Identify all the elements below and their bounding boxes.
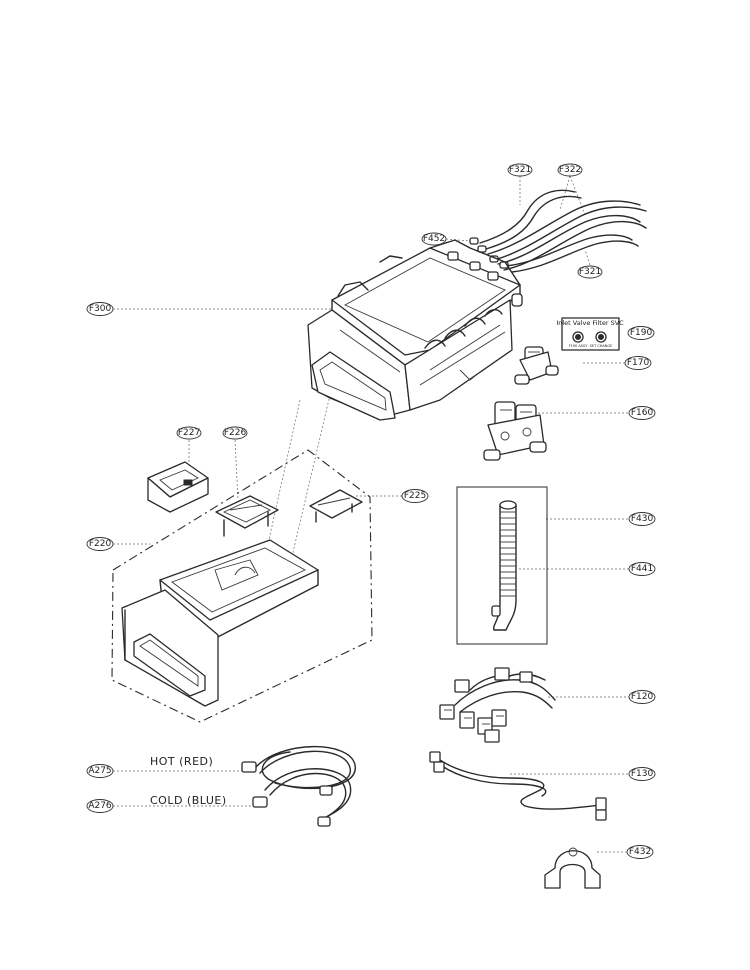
callout-f130: F130 (628, 767, 656, 781)
callout-f170: F170 (624, 356, 652, 370)
cold-hose-label: COLD (BLUE) (150, 794, 227, 807)
svg-text:F432: F432 (629, 847, 651, 857)
signal-cable (429, 751, 607, 821)
svg-text:F430: F430 (631, 514, 654, 524)
drain-hose-kit (456, 486, 548, 645)
corrugation-lines (500, 511, 516, 597)
callout-a275: A275 (86, 764, 114, 778)
hose-guide-clip (544, 847, 601, 889)
single-water-valve (514, 346, 559, 385)
callout-f432: F432 (626, 845, 654, 859)
callout-f430: F430 (628, 512, 656, 526)
svg-text:F441: F441 (631, 564, 653, 574)
callout-a276: A276 (86, 799, 114, 813)
hot-hose-label: HOT (RED) (150, 755, 213, 768)
callout-f227: F227 (176, 426, 202, 440)
svg-text:F130: F130 (631, 769, 654, 779)
callout-f226: F226 (222, 426, 248, 440)
wiring-harness (439, 667, 556, 743)
dispenser-drawer-assembly (111, 449, 373, 723)
svg-text:F226: F226 (224, 428, 247, 438)
svg-text:F321: F321 (579, 267, 601, 277)
callout-f300: F300 (86, 302, 114, 316)
svg-text:F120: F120 (631, 692, 654, 702)
svg-text:F322: F322 (559, 165, 581, 175)
svg-text:F190: F190 (630, 328, 653, 338)
callout-f441: F441 (628, 562, 656, 576)
svg-text:F225: F225 (404, 491, 426, 501)
svg-text:F220: F220 (89, 539, 112, 549)
callout-f452: F452 (421, 232, 447, 246)
callout-f322: F322 (557, 163, 583, 177)
callout-f321-bottom: F321 (577, 265, 603, 279)
svg-text:A276: A276 (88, 801, 112, 811)
inlet-hoses: HOT (RED) COLD (BLUE) (150, 745, 356, 827)
svg-text:F452: F452 (423, 234, 445, 244)
svg-text:F227: F227 (178, 428, 200, 438)
filter-card-title: Inlet Valve Filter SVC (556, 319, 624, 327)
filter-card-caption-left: F190 ASSY (569, 344, 589, 348)
double-water-valve (483, 401, 547, 461)
callout-f190: F190 (627, 326, 655, 340)
callout-f120: F120 (628, 690, 656, 704)
inlet-valve-filter-card: Inlet Valve Filter SVC F190 ASSY SET CHA… (556, 317, 624, 351)
callout-f160: F160 (628, 406, 656, 420)
svg-text:F300: F300 (89, 304, 112, 314)
dispenser-hoses (469, 189, 647, 273)
svg-text:F160: F160 (631, 408, 654, 418)
filter-card-caption-right: SET CHANGE (590, 344, 613, 348)
svg-text:F321: F321 (509, 165, 531, 175)
svg-text:F170: F170 (627, 358, 650, 368)
callout-f225: F225 (401, 489, 429, 503)
callout-f220: F220 (86, 537, 114, 551)
callout-f321-top: F321 (507, 163, 533, 177)
svg-text:A275: A275 (88, 766, 111, 776)
leader-lines (113, 175, 629, 853)
dispenser-housing (307, 239, 523, 421)
